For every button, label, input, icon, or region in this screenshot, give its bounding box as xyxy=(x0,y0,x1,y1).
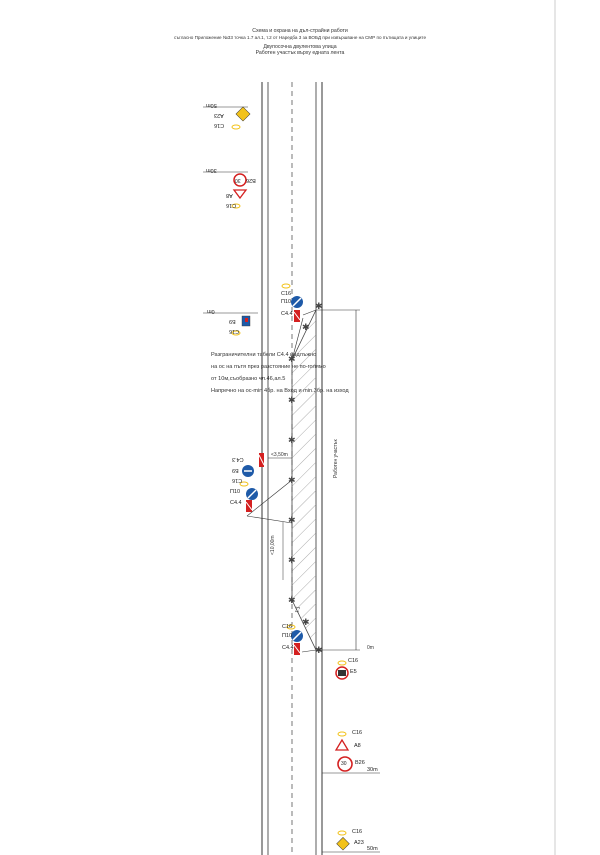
mid-c44-label: С4.4 xyxy=(230,500,242,506)
svg-text:✱: ✱ xyxy=(288,396,296,406)
upper-b26-label: В26 xyxy=(246,177,256,183)
taper-length-label: <10,00m xyxy=(270,535,276,555)
lower-b26-speed: 30 xyxy=(341,761,347,767)
svg-text:✱: ✱ xyxy=(302,618,310,628)
schema-subtitle: съгласно Приложение №33 точка 1.7 ал.1, … xyxy=(173,35,427,40)
mid-p10-label: П10 xyxy=(230,489,241,495)
lane-width-label: <3,50m xyxy=(271,452,288,458)
note-line-4: Напречно на ос-min 4бр. на Вход и min.3б… xyxy=(211,388,349,394)
upper-b26-dist: 30m xyxy=(206,167,217,173)
lower-b26-dist: 30m xyxy=(367,767,378,773)
svg-text:✱: ✱ xyxy=(288,556,296,566)
upper-b9-c16-label: С16 xyxy=(229,328,240,334)
upper-b9-label: Б9 xyxy=(229,318,236,324)
svg-text:✱: ✱ xyxy=(288,516,296,526)
mid-sign-cluster xyxy=(239,453,293,524)
exit-p10-label: П10 xyxy=(282,633,293,639)
taper-top xyxy=(291,309,317,361)
svg-text:✱: ✱ xyxy=(302,323,310,333)
sign-group-upper-a23 xyxy=(203,106,251,130)
sign-group-lower-e5 xyxy=(335,660,349,680)
sign-group-upper-b26 xyxy=(203,171,248,209)
sign-group-upper-b9 xyxy=(203,312,258,336)
schema-street-type: Двупосочна двулентова улица xyxy=(263,44,337,50)
lower-a23-dist: 50m xyxy=(367,846,378,852)
schema-work-lane: Работен участък върху едната лента xyxy=(255,50,345,56)
upper-a23-c16-label: С16 xyxy=(214,122,225,128)
mid-c16-label: С16 xyxy=(232,477,243,483)
lower-a8-label: А8 xyxy=(354,743,361,749)
mid-c43-label: С4.3 xyxy=(232,456,244,462)
schema-title: Схема и охрана на дъл-страйни работи xyxy=(252,28,348,34)
entry-c44-label: С4.4 xyxy=(281,311,293,317)
svg-text:✱: ✱ xyxy=(288,596,296,606)
sign-group-lower-a23 xyxy=(322,830,380,853)
taper-bottom xyxy=(291,599,317,651)
sign-group-lower-a8 xyxy=(322,731,380,774)
exit-c16-label: С16 xyxy=(282,624,293,630)
upper-a23-dist: 50m xyxy=(206,102,217,108)
upper-b9-dist: 0m xyxy=(207,308,215,314)
lower-e5-label: Е5 xyxy=(350,669,357,675)
work-zone-hatch xyxy=(292,310,316,650)
exit-sign-cluster xyxy=(286,624,317,655)
lower-e5-c16-label: С16 xyxy=(348,658,359,664)
svg-text:✱: ✱ xyxy=(288,355,296,365)
upper-a23-label: А23 xyxy=(214,112,224,118)
exit-c44-label: С4.4 xyxy=(282,645,294,651)
lower-a23-label: А23 xyxy=(354,840,364,846)
entry-c16-label: С16 xyxy=(281,291,292,297)
lower-a23-c16-label: С16 xyxy=(352,829,363,835)
upper-b26-speed: 30 xyxy=(235,177,241,183)
entry-p10-label: П10 xyxy=(281,299,292,305)
svg-text:✱: ✱ xyxy=(288,476,296,486)
note-line-3: от 10м,съобразно чл.46,ал.5 xyxy=(211,376,286,382)
mid-b9-label: Б9 xyxy=(232,467,239,473)
work-zone-zero: 0m xyxy=(367,645,374,651)
lower-a8-c16-label: С16 xyxy=(352,730,363,736)
upper-b26-c16-label: С16 xyxy=(226,202,237,208)
lower-b26-label: В26 xyxy=(355,760,365,766)
svg-text:✱: ✱ xyxy=(315,302,323,312)
work-zone-label: Работен участък xyxy=(333,439,339,478)
svg-text:✱: ✱ xyxy=(288,436,296,446)
upper-a8-label: А8 xyxy=(226,192,233,198)
note-line-1: Разграничителни табели С4.4 надлъжно xyxy=(211,352,317,358)
entry-sign-cluster xyxy=(281,283,317,361)
svg-text:✱: ✱ xyxy=(315,646,323,656)
barrier-markers: ✱ ✱ ✱ ✱ ✱ ✱ ✱ ✱ ✱ ✱ ✱ xyxy=(288,302,323,656)
